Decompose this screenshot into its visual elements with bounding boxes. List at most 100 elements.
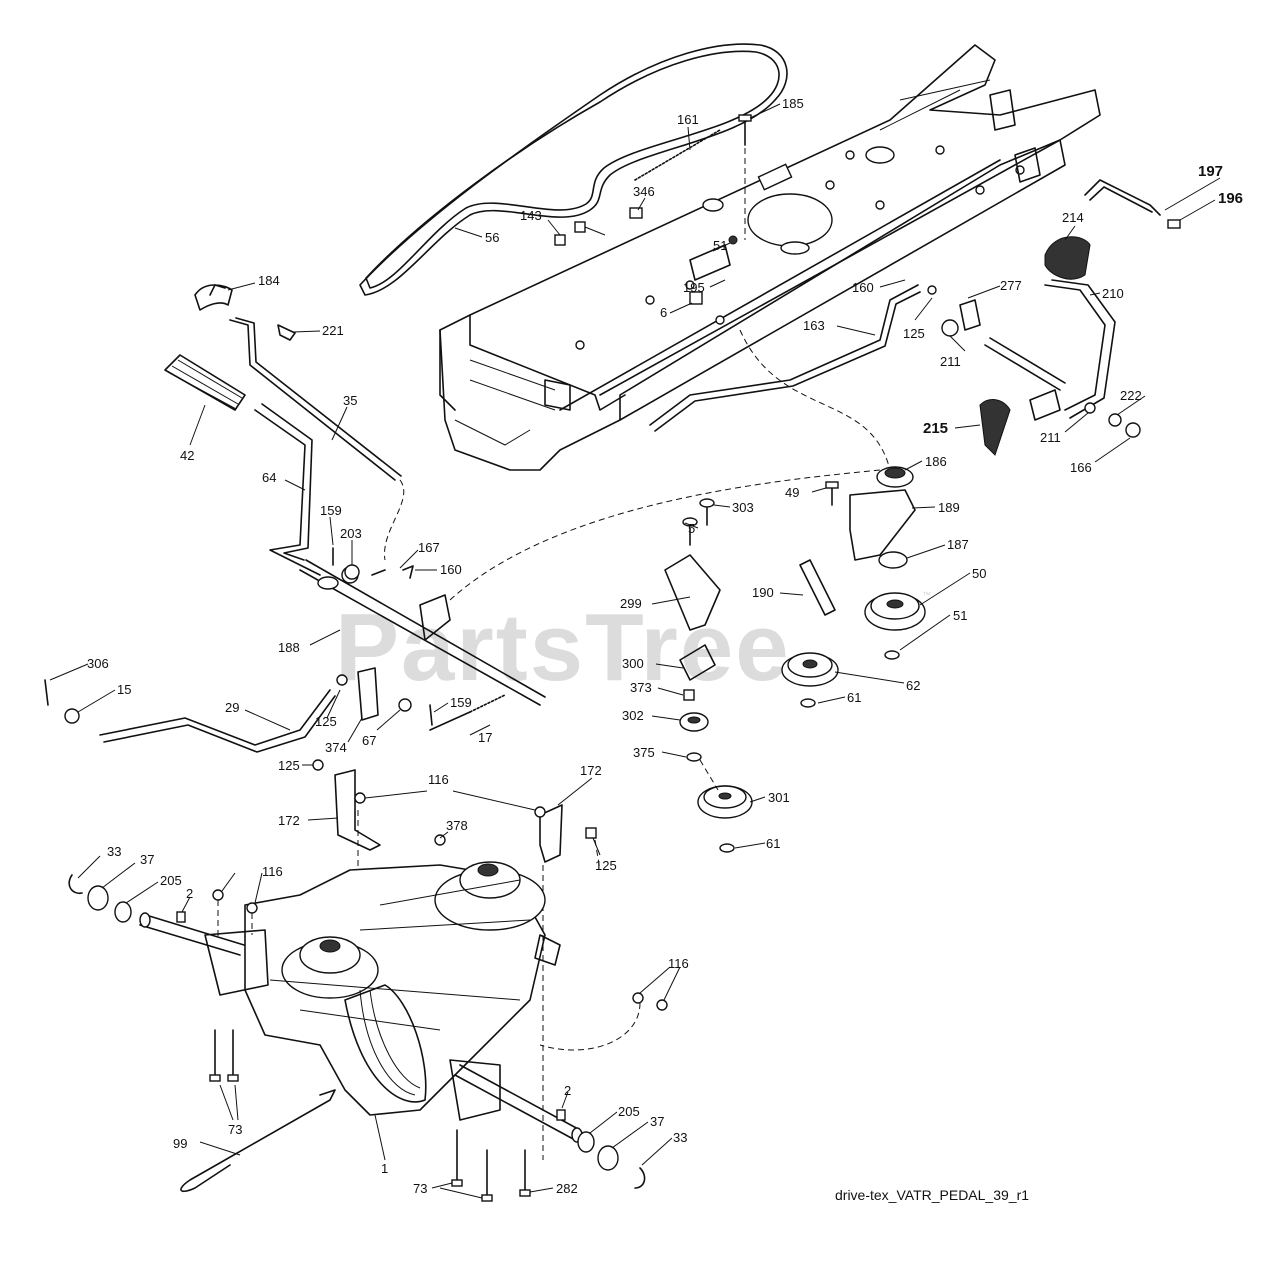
callout-189: 189 <box>938 500 960 515</box>
callout-33-right: 33 <box>673 1130 687 1145</box>
nuts-116-right <box>539 992 668 1051</box>
callout-196: 196 <box>1218 190 1243 207</box>
callout-303: 303 <box>732 500 754 515</box>
callout-373: 373 <box>630 680 652 695</box>
callout-159-mid: 159 <box>450 695 472 710</box>
callout-282: 282 <box>556 1181 578 1196</box>
callout-56: 56 <box>485 230 499 245</box>
callout-160-left: 160 <box>440 562 462 577</box>
idler-bracket-189 <box>825 481 916 561</box>
right-axle-hardware <box>556 1109 646 1189</box>
callout-159-top: 159 <box>320 503 342 518</box>
callout-188: 188 <box>278 640 300 655</box>
callout-277: 277 <box>1000 278 1022 293</box>
callout-125-right: 125 <box>903 326 925 341</box>
nuts-116-left <box>212 889 258 940</box>
left-axle-hardware <box>68 874 186 923</box>
callout-99: 99 <box>173 1136 187 1151</box>
callout-125-mid: 125 <box>315 714 337 729</box>
rod-35 <box>229 317 405 561</box>
callout-221: 221 <box>322 323 344 338</box>
callout-222: 222 <box>1120 388 1142 403</box>
callout-203: 203 <box>340 526 362 541</box>
spring-161 <box>634 129 721 181</box>
pedal-pad-215 <box>979 399 1011 456</box>
callout-17: 17 <box>478 730 492 745</box>
bolts-73-left <box>209 1029 239 1082</box>
callout-61-bottom: 61 <box>766 836 780 851</box>
callout-125-bottom: 125 <box>595 858 617 873</box>
bolts-73-bottom <box>451 1129 531 1202</box>
pulley-301 <box>697 785 753 853</box>
callout-143: 143 <box>520 208 542 223</box>
callout-67: 67 <box>362 733 376 748</box>
bracket-190 <box>799 559 836 616</box>
transaxle-1 <box>139 861 583 1143</box>
callout-61-mid: 61 <box>847 690 861 705</box>
bolt-346 <box>629 207 643 219</box>
callout-29: 29 <box>225 700 239 715</box>
rod-163 <box>649 284 937 432</box>
pedal-pad-42 <box>164 354 246 411</box>
leader-lines <box>49 103 1221 1199</box>
callout-37-right: 37 <box>650 1114 664 1129</box>
callout-160-right: 160 <box>852 280 874 295</box>
rod-99 <box>180 1089 336 1192</box>
callout-42: 42 <box>180 448 194 463</box>
callout-64: 64 <box>262 470 276 485</box>
drive-belt <box>359 43 788 296</box>
washer-187 <box>878 551 908 569</box>
callout-299: 299 <box>620 596 642 611</box>
callout-35: 35 <box>343 393 357 408</box>
callout-15: 15 <box>117 682 131 697</box>
pedal-cap-184 <box>194 284 233 311</box>
watermark-trademark: ™ <box>922 590 931 600</box>
bolts-143 <box>554 221 606 246</box>
callout-195: 195 <box>683 280 705 295</box>
callout-184: 184 <box>258 273 280 288</box>
callout-211-top: 211 <box>940 354 961 369</box>
callout-190: 190 <box>752 585 774 600</box>
callout-185: 185 <box>782 96 804 111</box>
rod-29 <box>44 679 336 753</box>
pulley-50 <box>864 592 926 631</box>
callout-163: 163 <box>803 318 825 333</box>
pedal-pad-214 <box>1044 236 1091 280</box>
callout-205-left: 205 <box>160 873 182 888</box>
callout-116-left: 116 <box>262 864 283 879</box>
callout-2-left: 2 <box>186 886 193 901</box>
callout-375: 375 <box>633 745 655 760</box>
bracket-374 <box>336 667 433 726</box>
callout-302: 302 <box>622 708 644 723</box>
callout-210: 210 <box>1102 286 1124 301</box>
callout-37-left: 37 <box>140 852 154 867</box>
callout-50: 50 <box>972 566 986 581</box>
callout-186: 186 <box>925 454 947 469</box>
callout-73-bottom: 73 <box>413 1181 427 1196</box>
callout-301: 301 <box>768 790 790 805</box>
callout-374: 374 <box>325 740 347 755</box>
callout-116-right: 116 <box>668 956 689 971</box>
callout-306: 306 <box>87 656 109 671</box>
callout-167-left: 167 <box>418 540 440 555</box>
callout-labels: 185 161 346 143 56 51 195 6 184 221 35 4… <box>87 96 1243 1196</box>
callout-51-mid: 51 <box>953 608 967 623</box>
callout-33-left: 33 <box>107 844 121 859</box>
pulley-62 <box>781 650 900 708</box>
callout-73-left: 73 <box>228 1122 242 1137</box>
callout-211-bottom: 211 <box>1040 430 1061 445</box>
spring-17 <box>429 694 506 731</box>
bracket-299 <box>664 498 721 791</box>
callout-197: 197 <box>1198 163 1223 180</box>
bracket-195 <box>689 235 738 305</box>
callout-205-right: 205 <box>618 1104 640 1119</box>
callout-300: 300 <box>622 656 644 671</box>
callout-62: 62 <box>906 678 920 693</box>
diagram-caption: drive-tex_VATR_PEDAL_39_r1 <box>835 1187 1029 1203</box>
callout-172-right: 172 <box>580 763 602 778</box>
pedal-arm-210 <box>941 279 1141 438</box>
callout-5: 5 <box>688 521 695 536</box>
hardware-159-203 <box>332 547 414 580</box>
callout-161: 161 <box>677 112 699 127</box>
